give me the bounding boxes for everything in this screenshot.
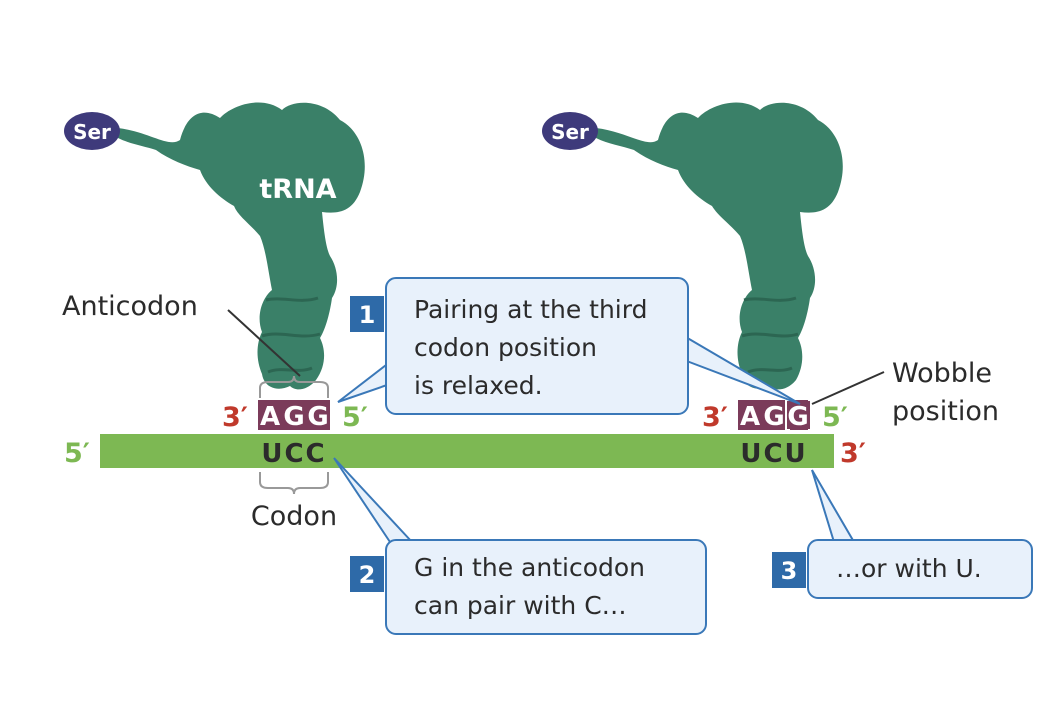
left-anticodon-base-1: A [260,402,280,432]
left-anticodon-3prime: 3′ [222,402,248,433]
step-2-number: 2 [359,561,376,589]
callout-2-line-1: G in the anticodon [414,553,645,582]
right-anticodon-3prime: 3′ [702,402,728,433]
amino-acid-right-shape [542,112,598,150]
amino-acid-right: Ser [551,120,589,144]
left-anticodon-base-2: G [283,402,304,432]
callout-3-line-1: …or with U. [836,554,982,583]
callout-2-box [385,539,707,635]
wobble-label-line2: position [892,396,999,427]
trna-left-groove [261,296,321,374]
step-1-badge [350,296,384,332]
callout-step-1: 1 Pairing at the third codon position is… [337,277,801,415]
callout-1-line-1: Pairing at the third [414,295,647,324]
trna-left-body [118,102,365,390]
left-anticodon-box [258,400,330,430]
callout-1-pointer-right [683,335,801,405]
right-anticodon-base-3: G [787,402,808,432]
right-anticodon-group: 3′ A G G 5′ UCU Wobble position [702,358,999,469]
mrna-strand [100,434,834,468]
callout-2-pointer [333,457,413,543]
anticodon-label: Anticodon [62,291,198,322]
callout-step-3: 3 …or with U. [772,469,1033,599]
trna-label: tRNA [259,174,336,205]
trna-right: Ser [542,102,843,390]
callout-step-2: 2 G in the anticodon can pair with C… [333,457,707,635]
right-anticodon-base-2: G [763,402,784,432]
left-codon: UCC [261,439,326,469]
step-3-badge [772,552,806,588]
wobble-pointer [811,371,885,405]
callout-3-box [807,539,1033,599]
right-anticodon-box [738,400,810,430]
codon-brace [259,472,329,495]
step-3-number: 3 [781,557,798,585]
trna-right-body [596,102,843,390]
codon-label: Codon [251,501,337,532]
callout-1-box [385,277,689,415]
callout-3-pointer [811,469,855,543]
right-anticodon-base-1: A [740,402,760,432]
trna-left: Ser tRNA [64,102,365,390]
right-anticodon-5prime: 5′ [822,402,848,433]
trna-right-groove [741,296,799,374]
mrna-three-prime: 3′ [840,438,866,469]
callout-1-pointer-left [337,361,391,403]
amino-acid-left-shape [64,112,120,150]
callout-1-line-2: codon position [414,333,597,362]
wobble-label-line1: Wobble [892,358,992,389]
anticodon-brace [259,375,329,398]
step-2-badge [350,556,384,592]
left-anticodon-base-3: G [307,402,328,432]
callout-1-line-3: is relaxed. [414,371,543,400]
callout-2-line-2: can pair with C… [414,591,627,620]
left-anticodon-group: Anticodon 3′ A G G 5′ UCC Codon [62,291,368,532]
anticodon-pointer [227,309,301,377]
mrna-five-prime: 5′ [64,438,90,469]
left-anticodon-5prime: 5′ [342,402,368,433]
step-1-number: 1 [359,301,376,329]
amino-acid-left: Ser [73,120,111,144]
right-codon: UCU [740,439,807,469]
